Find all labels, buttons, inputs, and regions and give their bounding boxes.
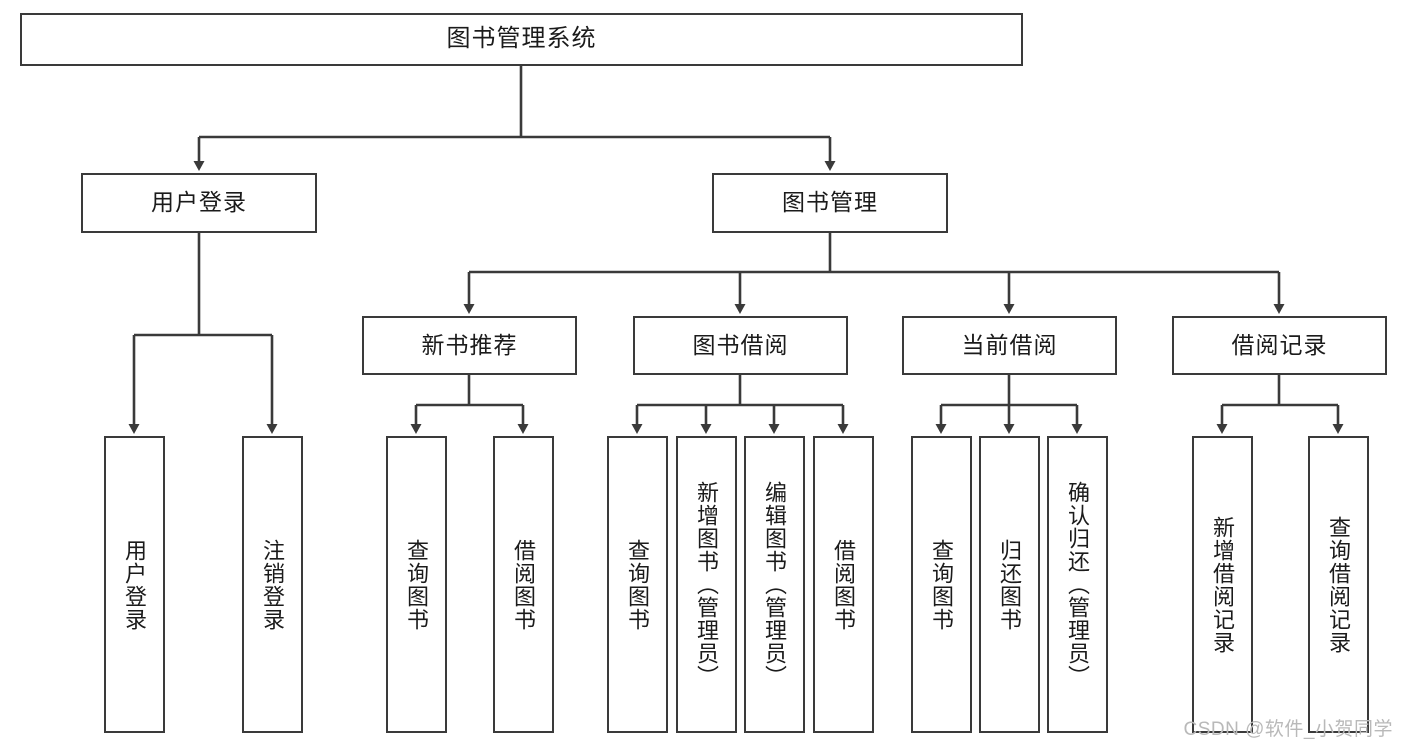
node-leaf-confirm-return-label: 确认归还（管理员） (1065, 481, 1091, 688)
node-leaf-return-book[interactable]: 归还图书 (979, 436, 1040, 733)
node-leaf-borrow-book-2-label: 借阅图书 (831, 538, 857, 631)
node-leaf-confirm-return[interactable]: 确认归还（管理员） (1047, 436, 1108, 733)
node-leaf-query-book-2[interactable]: 查询图书 (607, 436, 668, 733)
node-book-borrow-label: 图书借阅 (692, 331, 789, 358)
node-leaf-borrow-book-1-label: 借阅图书 (511, 538, 537, 631)
node-leaf-query-book-1[interactable]: 查询图书 (386, 436, 447, 733)
node-leaf-query-book-1-label: 查询图书 (404, 538, 430, 631)
node-leaf-return-book-label: 归还图书 (997, 538, 1023, 631)
node-leaf-query-book-2-label: 查询图书 (625, 538, 651, 631)
node-new-book-rec[interactable]: 新书推荐 (362, 316, 577, 375)
node-leaf-query-book-3-label: 查询图书 (929, 538, 955, 631)
node-book-mgmt[interactable]: 图书管理 (712, 173, 948, 233)
node-current-borrow-label: 当前借阅 (961, 331, 1058, 358)
node-leaf-borrow-book-1[interactable]: 借阅图书 (493, 436, 554, 733)
node-root-label: 图书管理系统 (446, 25, 597, 53)
node-borrow-record[interactable]: 借阅记录 (1172, 316, 1387, 375)
node-user-login-label: 用户登录 (151, 189, 247, 216)
node-leaf-borrow-book-2[interactable]: 借阅图书 (813, 436, 874, 733)
node-leaf-edit-book-label: 编辑图书（管理员） (762, 481, 788, 688)
node-leaf-add-book[interactable]: 新增图书（管理员） (676, 436, 737, 733)
node-leaf-query-book-3[interactable]: 查询图书 (911, 436, 972, 733)
node-book-mgmt-label: 图书管理 (782, 189, 878, 216)
node-leaf-add-record[interactable]: 新增借阅记录 (1192, 436, 1253, 733)
node-leaf-query-record[interactable]: 查询借阅记录 (1308, 436, 1369, 733)
node-borrow-record-label: 借阅记录 (1231, 331, 1328, 358)
node-leaf-user-login-label: 用户登录 (122, 538, 148, 631)
node-new-book-rec-label: 新书推荐 (421, 331, 518, 358)
node-leaf-logout-label: 注销登录 (260, 538, 286, 631)
node-leaf-add-book-label: 新增图书（管理员） (694, 481, 720, 688)
node-leaf-user-login[interactable]: 用户登录 (104, 436, 165, 733)
node-current-borrow[interactable]: 当前借阅 (902, 316, 1117, 375)
node-book-borrow[interactable]: 图书借阅 (633, 316, 848, 375)
watermark: CSDN @软件_小贺同学 (1183, 719, 1393, 740)
node-leaf-logout[interactable]: 注销登录 (242, 436, 303, 733)
node-leaf-edit-book[interactable]: 编辑图书（管理员） (744, 436, 805, 733)
node-root[interactable]: 图书管理系统 (20, 13, 1023, 66)
node-user-login[interactable]: 用户登录 (81, 173, 317, 233)
node-leaf-query-record-label: 查询借阅记录 (1326, 515, 1352, 654)
node-leaf-add-record-label: 新增借阅记录 (1210, 515, 1236, 654)
